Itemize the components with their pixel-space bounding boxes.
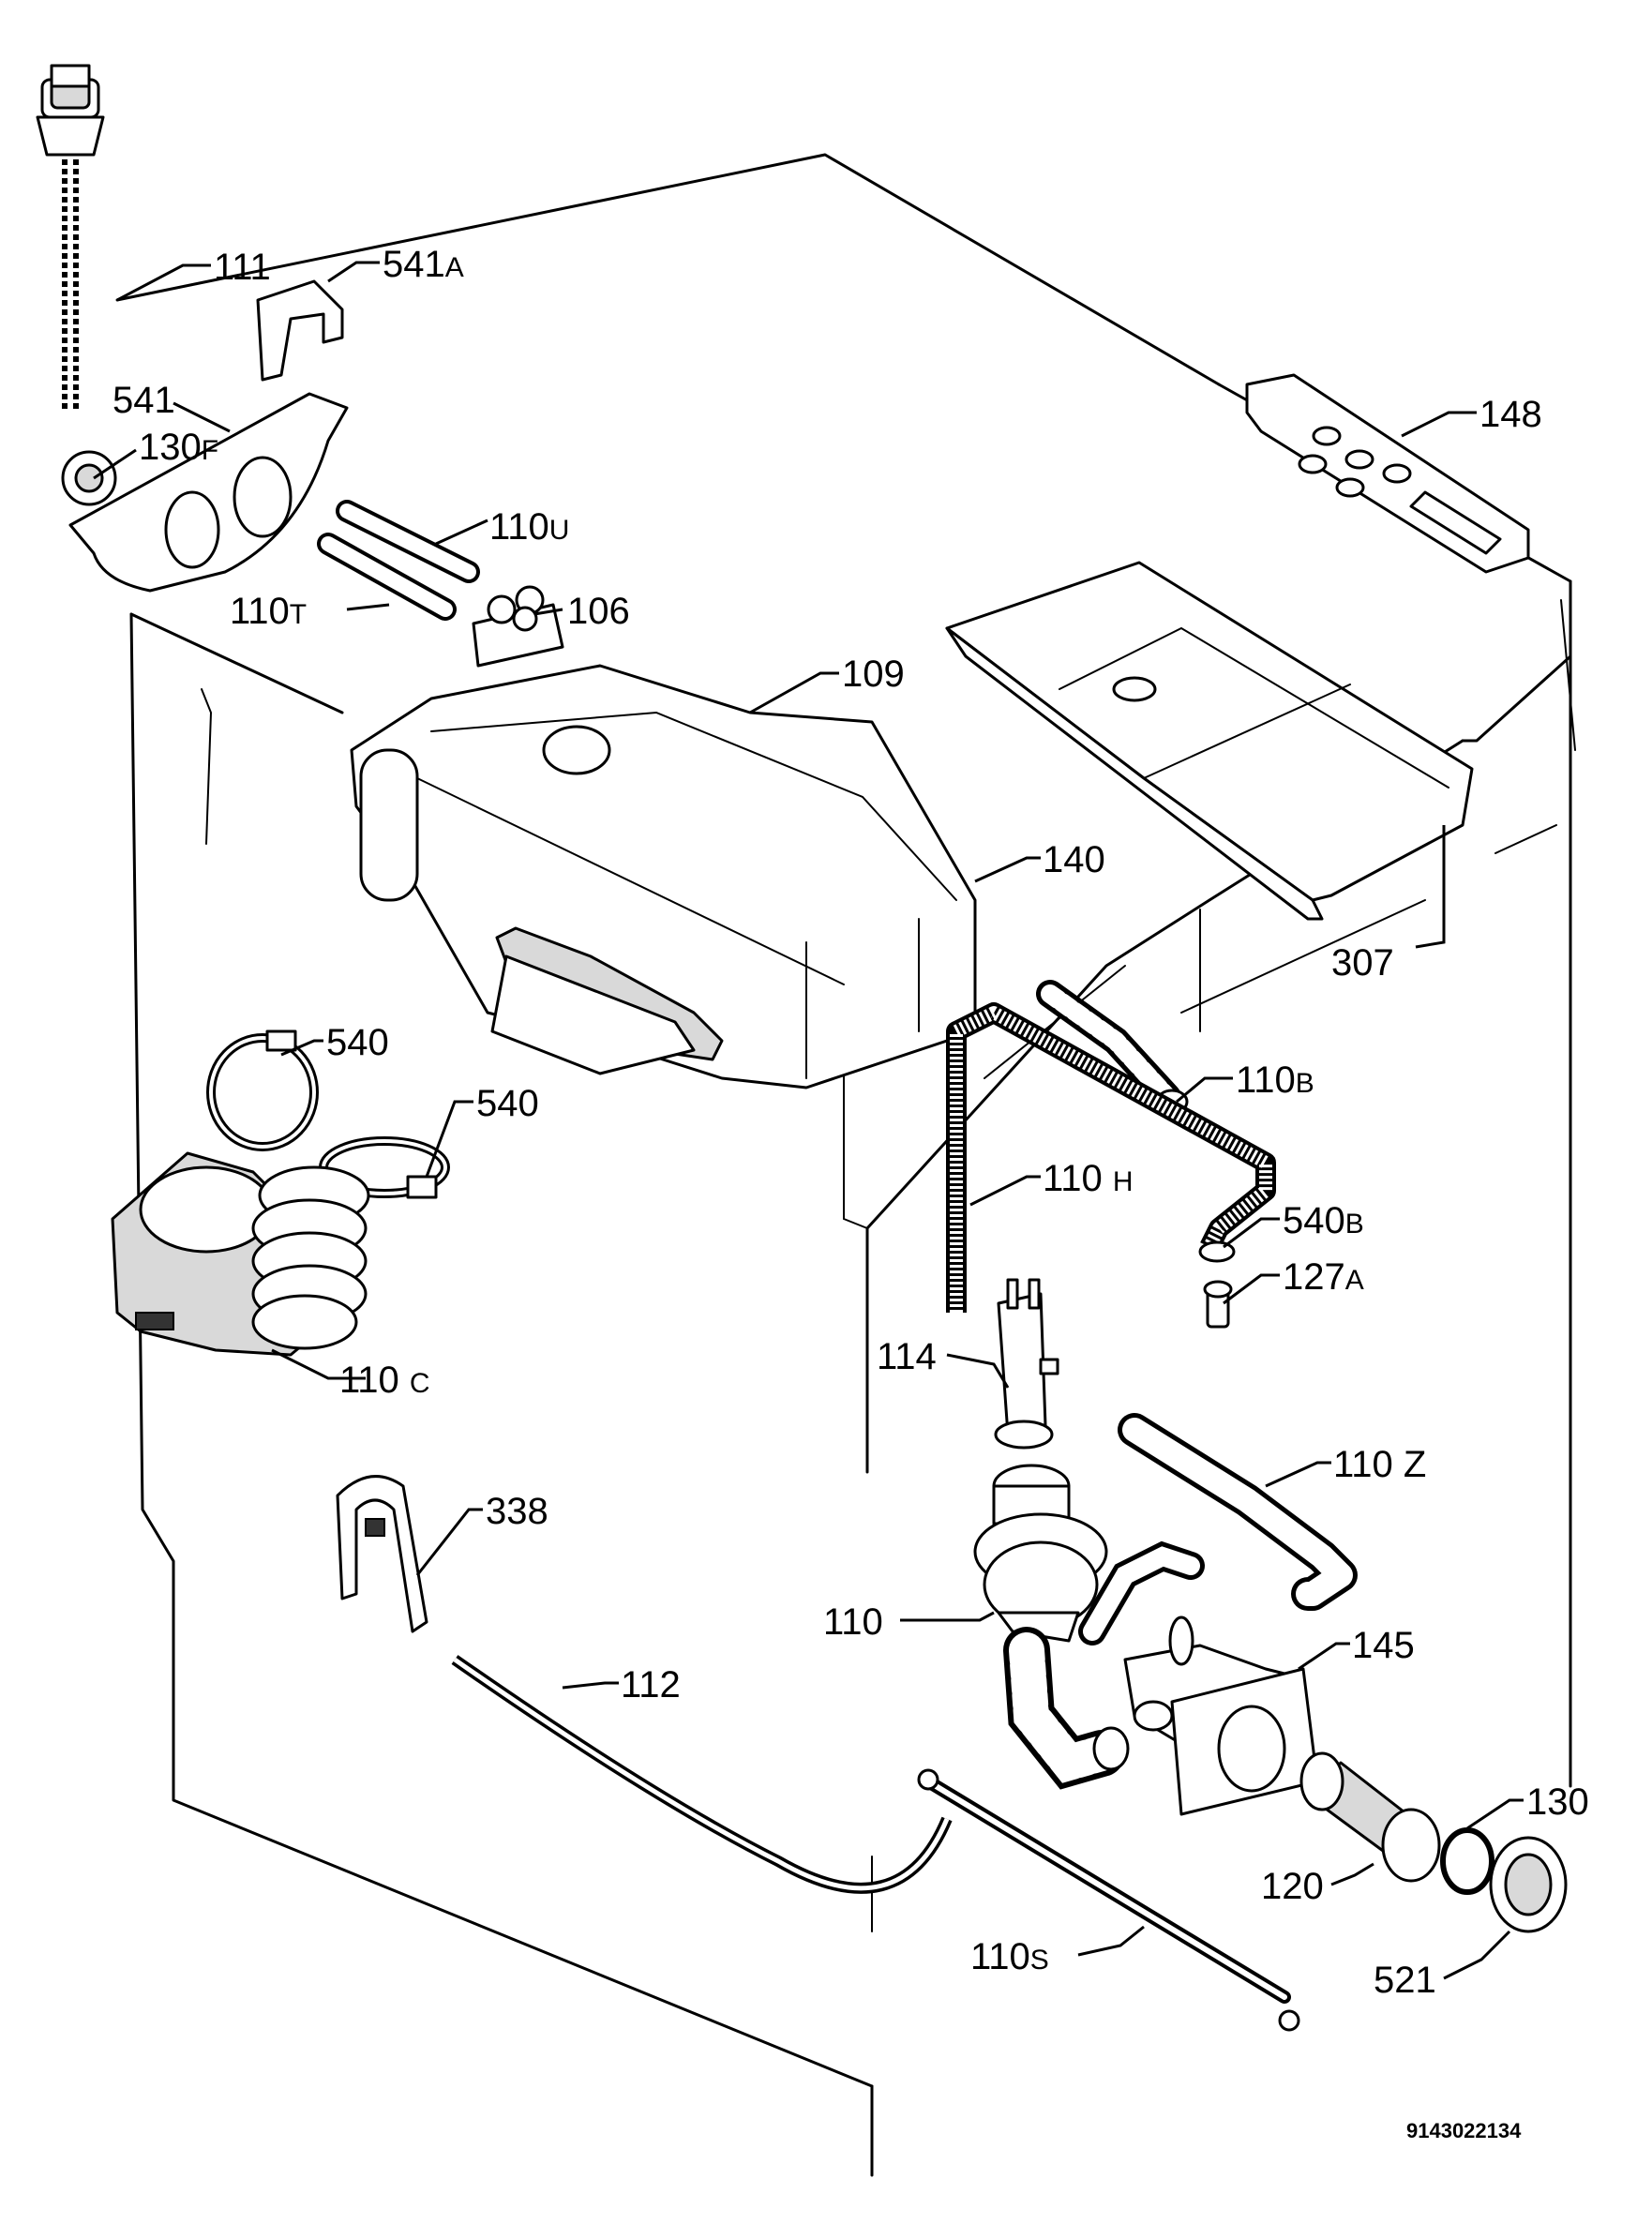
label-110z: 110 Z [1333, 1444, 1426, 1485]
label-112: 112 [621, 1664, 681, 1706]
label-120: 120 [1261, 1866, 1324, 1907]
cable-112-part [451, 1655, 953, 1894]
bellows-110c-part [111, 1151, 370, 1357]
label-540-upper: 540 [326, 1022, 389, 1063]
label-111: 111 [214, 247, 271, 288]
label-110t: 110T [230, 591, 307, 632]
panel-541-part [61, 392, 349, 593]
drawer-307-part [945, 561, 1474, 921]
leader-lines [93, 261, 1524, 1980]
valve-106-part [472, 585, 564, 668]
bracket-338-part [336, 1475, 428, 1633]
hose-110z-part [1118, 1413, 1358, 1611]
part-labels: 111 541A 541 130F 110U 110T 106 109 148 … [113, 244, 1589, 2142]
label-110u: 110U [489, 506, 569, 548]
label-540-lower: 540 [476, 1083, 539, 1124]
label-338: 338 [486, 1491, 548, 1532]
clamps-540-part [206, 1029, 450, 1199]
label-148: 148 [1479, 394, 1542, 435]
tubes-part [317, 500, 480, 621]
fittings-540b-127a-part [1198, 1240, 1236, 1329]
rod-110s-part [917, 1768, 1300, 2032]
drain-assembly-110-part [973, 1464, 1205, 1790]
label-540b: 540B [1283, 1200, 1364, 1241]
label-521: 521 [1374, 1960, 1436, 2001]
label-110s: 110S [970, 1936, 1049, 1977]
lid-148-part [1245, 373, 1530, 574]
filter-cap-part [1299, 1751, 1568, 1933]
label-130: 130 [1526, 1781, 1589, 1823]
drawing-code: 9143022134 [1406, 2119, 1522, 2142]
label-110c: 110 C [339, 1360, 430, 1401]
label-106: 106 [567, 591, 630, 632]
clip-541a-part [256, 279, 344, 382]
label-110b: 110B [1236, 1059, 1314, 1101]
label-127a: 127A [1283, 1256, 1364, 1298]
label-541: 541 [113, 380, 175, 421]
pump-145-part [1123, 1615, 1319, 1816]
label-109: 109 [842, 654, 905, 695]
label-541a: 541A [383, 244, 464, 285]
label-140: 140 [1043, 839, 1105, 880]
label-307: 307 [1331, 942, 1394, 984]
label-114: 114 [877, 1336, 937, 1377]
label-130f: 130F [139, 427, 218, 468]
inlet-hose-part [36, 64, 105, 413]
hose-110h-part [946, 1002, 1276, 1313]
detergent-housing-109-part [350, 664, 977, 1089]
label-145: 145 [1352, 1625, 1415, 1666]
label-110: 110 [823, 1601, 883, 1643]
sensor-114-part [994, 1278, 1059, 1450]
label-110h: 110 H [1043, 1158, 1134, 1199]
